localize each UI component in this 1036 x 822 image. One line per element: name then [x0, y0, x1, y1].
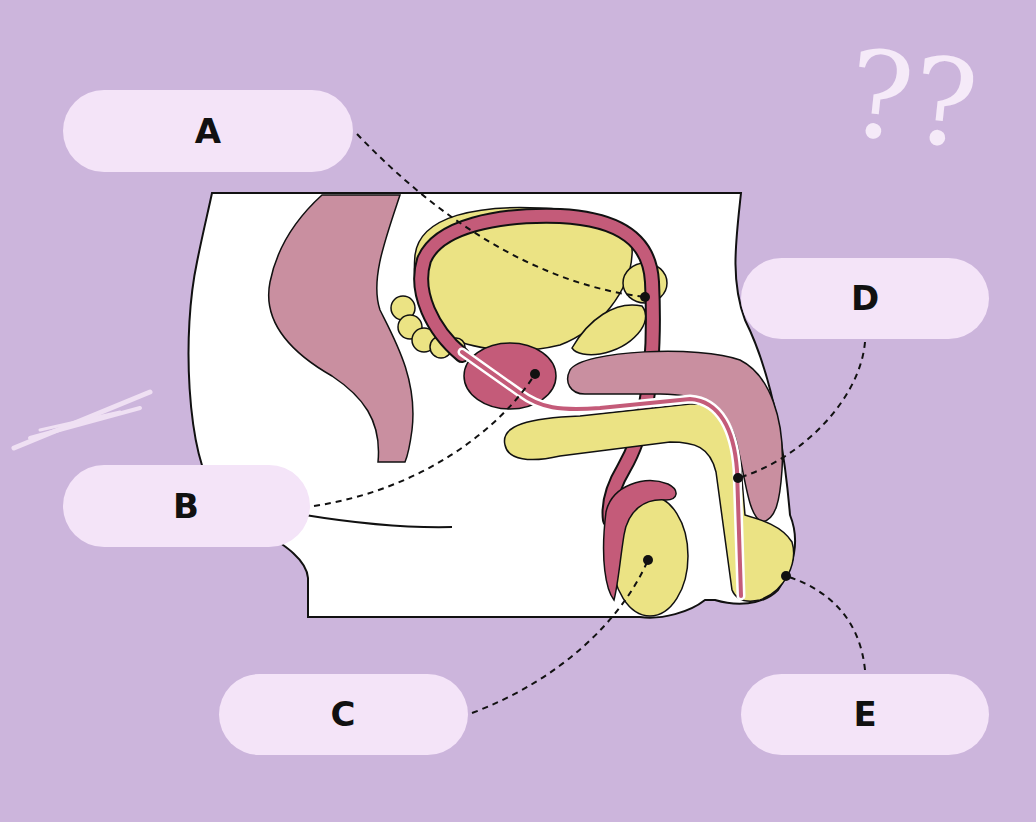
- callout-letter: B: [173, 489, 199, 523]
- brush-stroke: [14, 392, 150, 448]
- leader-line: [314, 374, 535, 506]
- rectum: [269, 195, 413, 462]
- leader-dot: [733, 473, 743, 483]
- callout-letter: E: [853, 697, 876, 731]
- leader-line: [472, 560, 648, 713]
- urethra-wall: [462, 352, 741, 596]
- epididymis: [604, 481, 676, 600]
- callout-letter: C: [331, 697, 356, 731]
- leader-dots: [530, 292, 791, 581]
- leader-line: [738, 342, 865, 478]
- brush-stroke: [40, 412, 120, 430]
- label-pill: A: [63, 90, 353, 172]
- label-pill: D: [741, 258, 989, 339]
- brush-stroke: [30, 408, 140, 438]
- leader-dot: [643, 555, 653, 565]
- brush-strokes: [14, 392, 150, 448]
- leader-lines: [314, 134, 865, 713]
- pubic-bone: [572, 305, 646, 355]
- callout-letter: A: [195, 114, 221, 148]
- body-region: [189, 193, 796, 618]
- urethra: [462, 352, 741, 596]
- leader-dot: [781, 571, 791, 581]
- label-pill: E: [741, 674, 989, 755]
- label-pill: B: [63, 465, 310, 547]
- leader-line: [786, 576, 865, 670]
- leader-line: [357, 134, 645, 297]
- prostate: [464, 343, 556, 409]
- leader-dot: [530, 369, 540, 379]
- question-marks: ??: [842, 34, 983, 167]
- label-pill: C: [219, 674, 468, 755]
- crease-line: [305, 515, 452, 527]
- callout-letter: D: [851, 281, 879, 315]
- leader-dot: [640, 292, 650, 302]
